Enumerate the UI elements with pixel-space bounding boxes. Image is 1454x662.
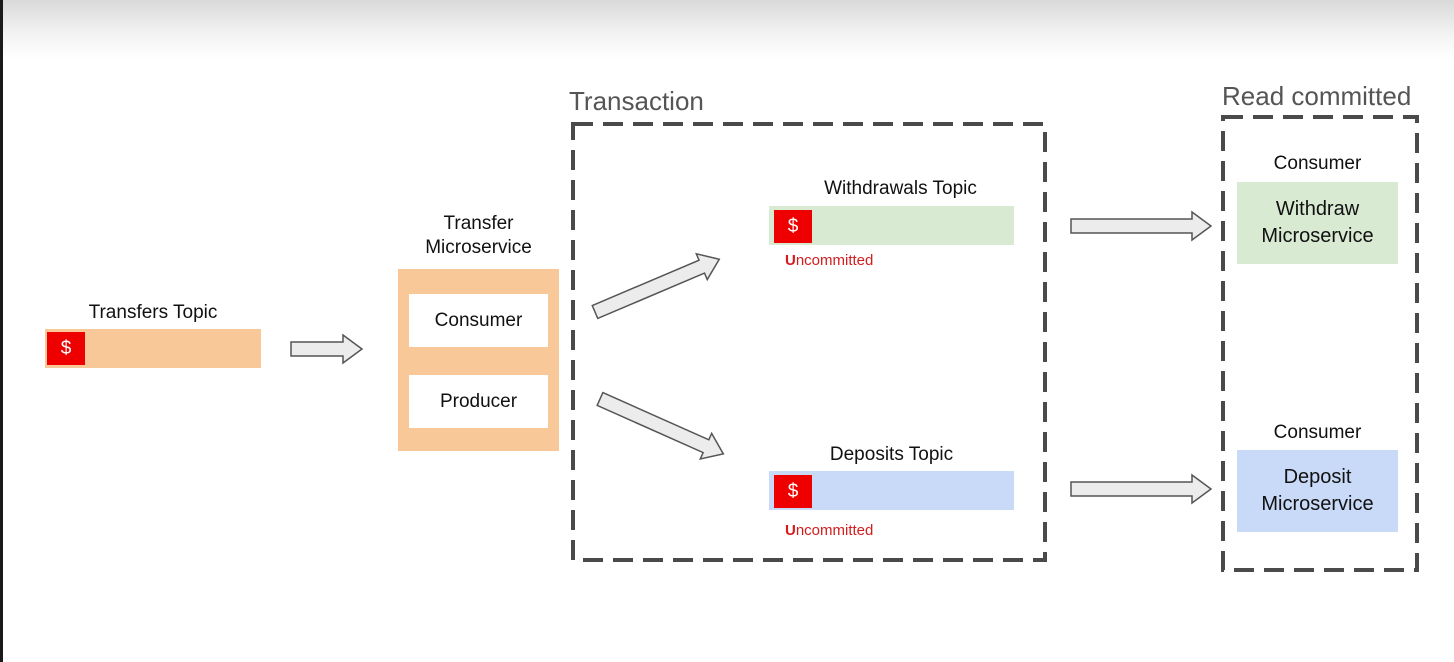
transfers-message: $: [47, 332, 85, 365]
deposit-consumer-label: Consumer: [1273, 422, 1362, 443]
deposit-microservice-line2: Microservice: [1261, 493, 1374, 515]
withdrawals-status-rest: ncommitted: [795, 252, 874, 269]
transaction-label: Transaction: [569, 86, 704, 116]
microservice-producer-box: Producer: [409, 375, 548, 428]
withdraw-microservice-line2: Microservice: [1261, 225, 1374, 247]
deposits-status-initial: U: [785, 522, 796, 539]
left-edge: [0, 0, 3, 662]
deposit-microservice-box: Deposit Microservice: [1237, 450, 1398, 532]
withdraw-consumer-label: Consumer: [1273, 153, 1362, 174]
withdrawals-status: Uncommitted: [785, 252, 873, 269]
top-shade: [0, 0, 1454, 60]
microservice-consumer-box: Consumer: [409, 294, 548, 347]
arrow-to-withdrawals: [591, 252, 721, 320]
deposits-status: Uncommitted: [785, 522, 873, 539]
withdrawals-status-initial: U: [785, 252, 796, 269]
arrow-to-deposits: [596, 391, 725, 461]
transfer-microservice-box: Consumer Producer: [398, 269, 559, 451]
deposit-microservice-line1: Deposit: [1283, 466, 1352, 488]
arrow-withdrawals-to-consumer: [1070, 210, 1213, 242]
deposits-topic-bar: $: [769, 471, 1014, 510]
transfer-microservice-label-line1: Transfer: [443, 213, 514, 234]
transaction-dashed-box: [571, 122, 1047, 562]
read-committed-dashed-box: [1221, 115, 1419, 572]
withdrawals-topic-label: Withdrawals Topic: [824, 178, 977, 199]
read-committed-label: Read committed: [1222, 81, 1412, 111]
deposits-status-rest: ncommitted: [795, 522, 874, 539]
withdraw-microservice-line1: Withdraw: [1275, 198, 1360, 220]
deposits-message: $: [774, 475, 812, 508]
transfers-topic-bar: $: [45, 329, 261, 368]
arrow-transfers-to-microservice: [290, 333, 364, 365]
withdrawals-message: $: [774, 210, 812, 243]
arrow-deposits-to-consumer: [1070, 473, 1213, 505]
withdraw-microservice-box: Withdraw Microservice: [1237, 182, 1398, 264]
withdrawals-topic-bar: $: [769, 206, 1014, 245]
transfer-microservice-label-line2: Microservice: [425, 237, 532, 258]
deposits-topic-label: Deposits Topic: [829, 444, 954, 465]
transfers-topic-label: Transfers Topic: [88, 302, 218, 323]
